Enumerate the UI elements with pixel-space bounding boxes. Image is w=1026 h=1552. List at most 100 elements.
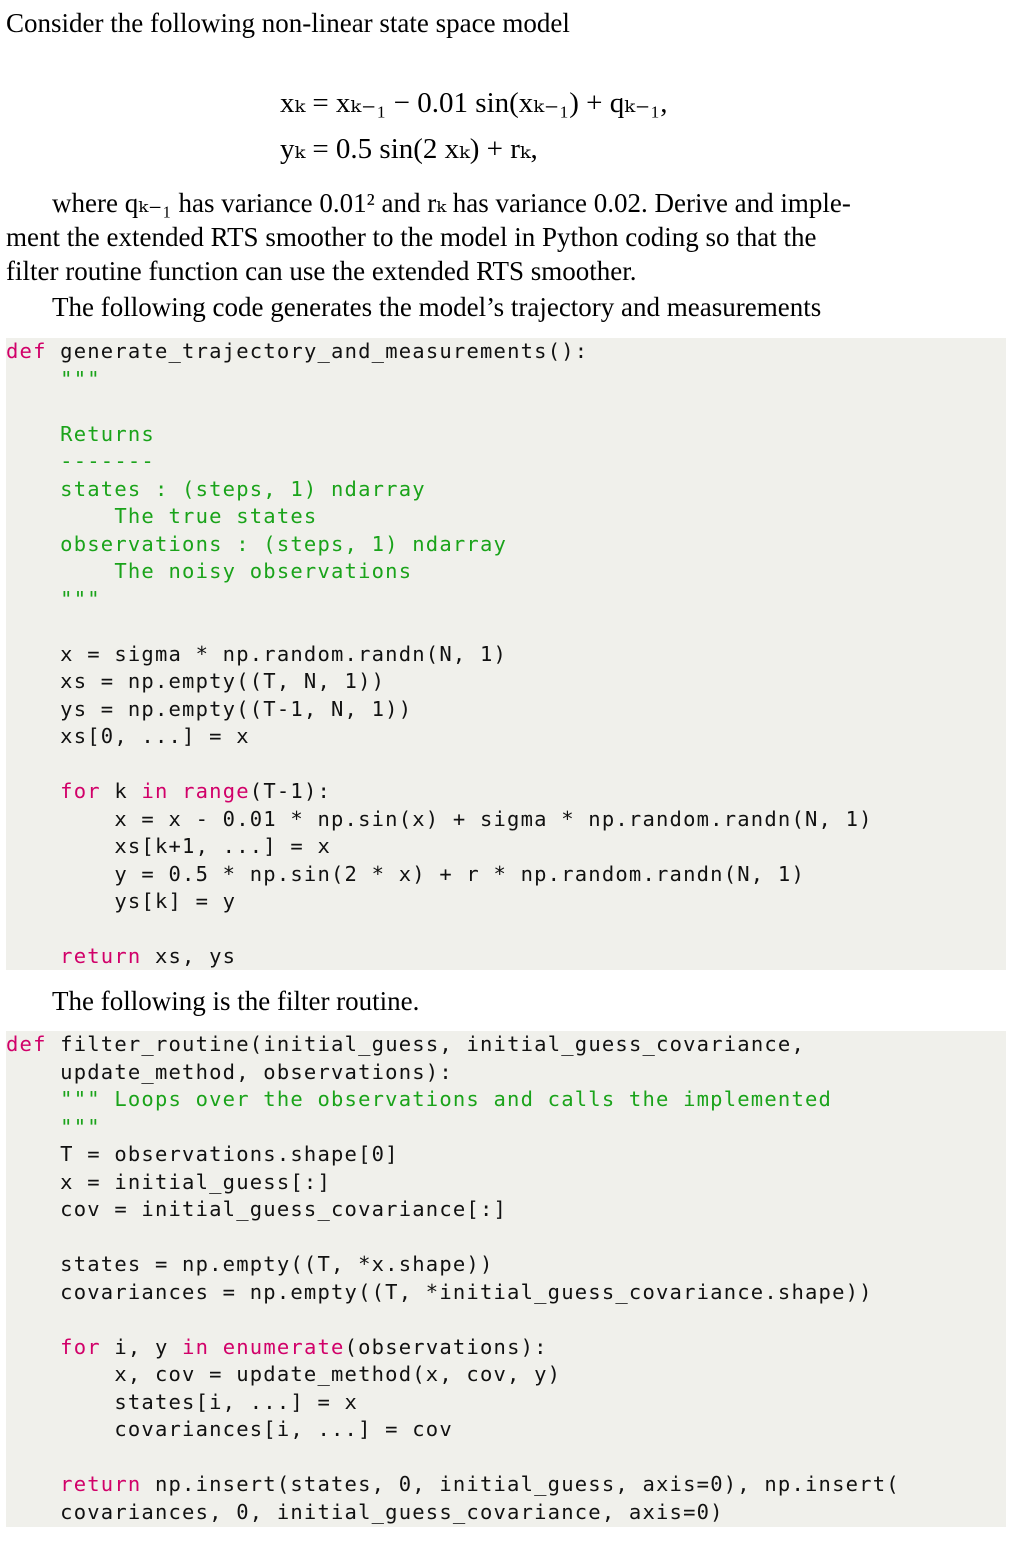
trajectory-code-line (6, 751, 1006, 779)
filter-code-token: covariances[i, ...] = cov (6, 1417, 453, 1441)
trajectory-code-line: x = sigma * np.random.randn(N, 1) (6, 641, 1006, 669)
trajectory-code-line: return xs, ys (6, 943, 1006, 971)
filter-code-line (6, 1306, 1006, 1334)
trajectory-code-token: k (100, 779, 142, 803)
trajectory-code-line: The true states (6, 503, 1006, 531)
trajectory-code-token: xs[0, ...] = x (6, 724, 250, 748)
state-equation: xₖ = xₖ₋₁ − 0.01 sin(xₖ₋₁) + qₖ₋₁, (280, 87, 668, 119)
filter-code-token: x, cov = update_method(x, cov, y) (6, 1362, 562, 1386)
trajectory-code-line (6, 613, 1006, 641)
trajectory-code-line: """ (6, 586, 1006, 614)
filter-code-token: i, y (100, 1334, 183, 1359)
intro-text: Consider the following non-linear state … (6, 8, 570, 38)
filter-code-token: filter_routine(initial_guess, initial_gu… (46, 1032, 805, 1056)
description-line-2: ment the extended RTS smoother to the mo… (6, 222, 817, 252)
trajectory-code-token: """ (6, 366, 101, 391)
trajectory-code-line: xs[k+1, ...] = x (6, 833, 1006, 861)
trajectory-code-line: def generate_trajectory_and_measurements… (6, 338, 1006, 366)
filter-code-line: def filter_routine(initial_guess, initia… (6, 1031, 1006, 1059)
filter-code-token: states = np.empty((T, *x.shape)) (6, 1252, 494, 1276)
filter-code-token: update_method, observations): (6, 1059, 453, 1084)
filter-code-line: for i, y in enumerate(observations): (6, 1334, 1006, 1362)
trajectory-code-line: states : (steps, 1) ndarray (6, 476, 1006, 504)
filter-code-line: states = np.empty((T, *x.shape)) (6, 1251, 1006, 1279)
trajectory-code-line: ys[k] = y (6, 888, 1006, 916)
description-line-3: filter routine function can use the exte… (6, 256, 637, 286)
trajectory-code-token: in (141, 779, 169, 803)
filter-intro: The following is the filter routine. (52, 986, 420, 1016)
description-line-1: where qₖ₋₁ has variance 0.01² and rₖ has… (52, 188, 851, 218)
filter-code-token: for (6, 1334, 101, 1359)
generator-intro: The following code generates the model’s… (52, 292, 822, 322)
trajectory-code-token: x = x - 0.01 * np.sin(x) + sigma * np.ra… (6, 806, 873, 831)
trajectory-code-token: range (182, 779, 250, 803)
filter-code-token: def (6, 1032, 47, 1056)
filter-code-line: """ Loops over the observations and call… (6, 1086, 1006, 1114)
trajectory-code-line: """ (6, 366, 1006, 394)
trajectory-code-token: xs[k+1, ...] = x (6, 834, 332, 858)
filter-code-token: """ Loops over the observations and call… (6, 1087, 833, 1111)
filter-code-token: x = initial_guess[:] (6, 1169, 332, 1194)
trajectory-code-token: The noisy observations (6, 559, 413, 583)
filter-code-line: x = initial_guess[:] (6, 1169, 1006, 1197)
trajectory-code-line: xs[0, ...] = x (6, 723, 1006, 751)
trajectory-code-token: def (6, 339, 47, 363)
trajectory-code-token: generate_trajectory_and_measurements(): (46, 339, 589, 363)
filter-code-token: np.insert(states, 0, initial_guess, axis… (141, 1472, 900, 1496)
trajectory-code-token: (T-1): (249, 779, 332, 803)
trajectory-code-token: xs = np.empty((T, N, 1)) (6, 669, 386, 693)
filter-code-line: cov = initial_guess_covariance[:] (6, 1196, 1006, 1224)
trajectory-code-line: observations : (steps, 1) ndarray (6, 531, 1006, 559)
trajectory-code-line: Returns (6, 421, 1006, 449)
trajectory-code-token (169, 779, 183, 803)
trajectory-code-token: for (6, 779, 101, 803)
trajectory-code-block: def generate_trajectory_and_measurements… (6, 338, 1006, 970)
trajectory-code-line: xs = np.empty((T, N, 1)) (6, 668, 1006, 696)
filter-code-line: """ (6, 1114, 1006, 1142)
state-space-equations: xₖ = xₖ₋₁ − 0.01 sin(xₖ₋₁) + qₖ₋₁, yₖ = … (280, 80, 880, 172)
filter-code-token: T = observations.shape[0] (6, 1142, 399, 1166)
filter-code-line: update_method, observations): (6, 1059, 1006, 1087)
trajectory-code-token: xs, ys (141, 944, 237, 968)
filter-code-line (6, 1444, 1006, 1472)
trajectory-code-line: y = 0.5 * np.sin(2 * x) + r * np.random.… (6, 861, 1006, 889)
filter-code-token (209, 1335, 223, 1359)
trajectory-code-token: """ (6, 586, 101, 611)
filter-code-line: states[i, ...] = x (6, 1389, 1006, 1417)
filter-code-line: covariances, 0, initial_guess_covariance… (6, 1499, 1006, 1527)
trajectory-code-line: x = x - 0.01 * np.sin(x) + sigma * np.ra… (6, 806, 1006, 834)
trajectory-code-line: for k in range(T-1): (6, 778, 1006, 806)
filter-routine-code-block: def filter_routine(initial_guess, initia… (6, 1031, 1006, 1527)
filter-code-token: states[i, ...] = x (6, 1389, 359, 1414)
filter-code-token: """ (6, 1114, 101, 1139)
trajectory-code-line: ------- (6, 448, 1006, 476)
trajectory-code-token: states : (steps, 1) ndarray (6, 476, 426, 501)
filter-code-line: return np.insert(states, 0, initial_gues… (6, 1471, 1006, 1499)
trajectory-code-token: Returns (6, 421, 155, 446)
trajectory-code-token: observations : (steps, 1) ndarray (6, 531, 508, 556)
filter-code-token: covariances = np.empty((T, *initial_gues… (6, 1279, 873, 1304)
trajectory-code-token: y = 0.5 * np.sin(2 * x) + r * np.random.… (6, 861, 805, 886)
filter-code-token: covariances, 0, initial_guess_covariance… (6, 1499, 724, 1524)
filter-code-line: T = observations.shape[0] (6, 1141, 1006, 1169)
filter-code-token: cov = initial_guess_covariance[:] (6, 1197, 508, 1221)
trajectory-code-line (6, 916, 1006, 944)
trajectory-code-token: ------- (6, 449, 155, 473)
filter-code-line (6, 1224, 1006, 1252)
filter-code-line: covariances = np.empty((T, *initial_gues… (6, 1279, 1006, 1307)
trajectory-code-line (6, 393, 1006, 421)
filter-code-token: (observations): (344, 1334, 548, 1359)
filter-code-line: covariances[i, ...] = cov (6, 1416, 1006, 1444)
trajectory-code-line: ys = np.empty((T-1, N, 1)) (6, 696, 1006, 724)
trajectory-code-token: ys = np.empty((T-1, N, 1)) (6, 696, 413, 721)
trajectory-code-token: x = sigma * np.random.randn(N, 1) (6, 641, 508, 666)
trajectory-code-line: The noisy observations (6, 558, 1006, 586)
filter-code-token: enumerate (222, 1334, 345, 1359)
trajectory-code-token: return (6, 944, 142, 968)
filter-code-token: return (6, 1472, 142, 1496)
trajectory-code-token: ys[k] = y (6, 889, 237, 913)
trajectory-code-token: The true states (6, 504, 318, 528)
measurement-equation: yₖ = 0.5 sin(2 xₖ) + rₖ, (280, 133, 538, 165)
filter-code-token: in (182, 1334, 210, 1359)
filter-code-line: x, cov = update_method(x, cov, y) (6, 1361, 1006, 1389)
